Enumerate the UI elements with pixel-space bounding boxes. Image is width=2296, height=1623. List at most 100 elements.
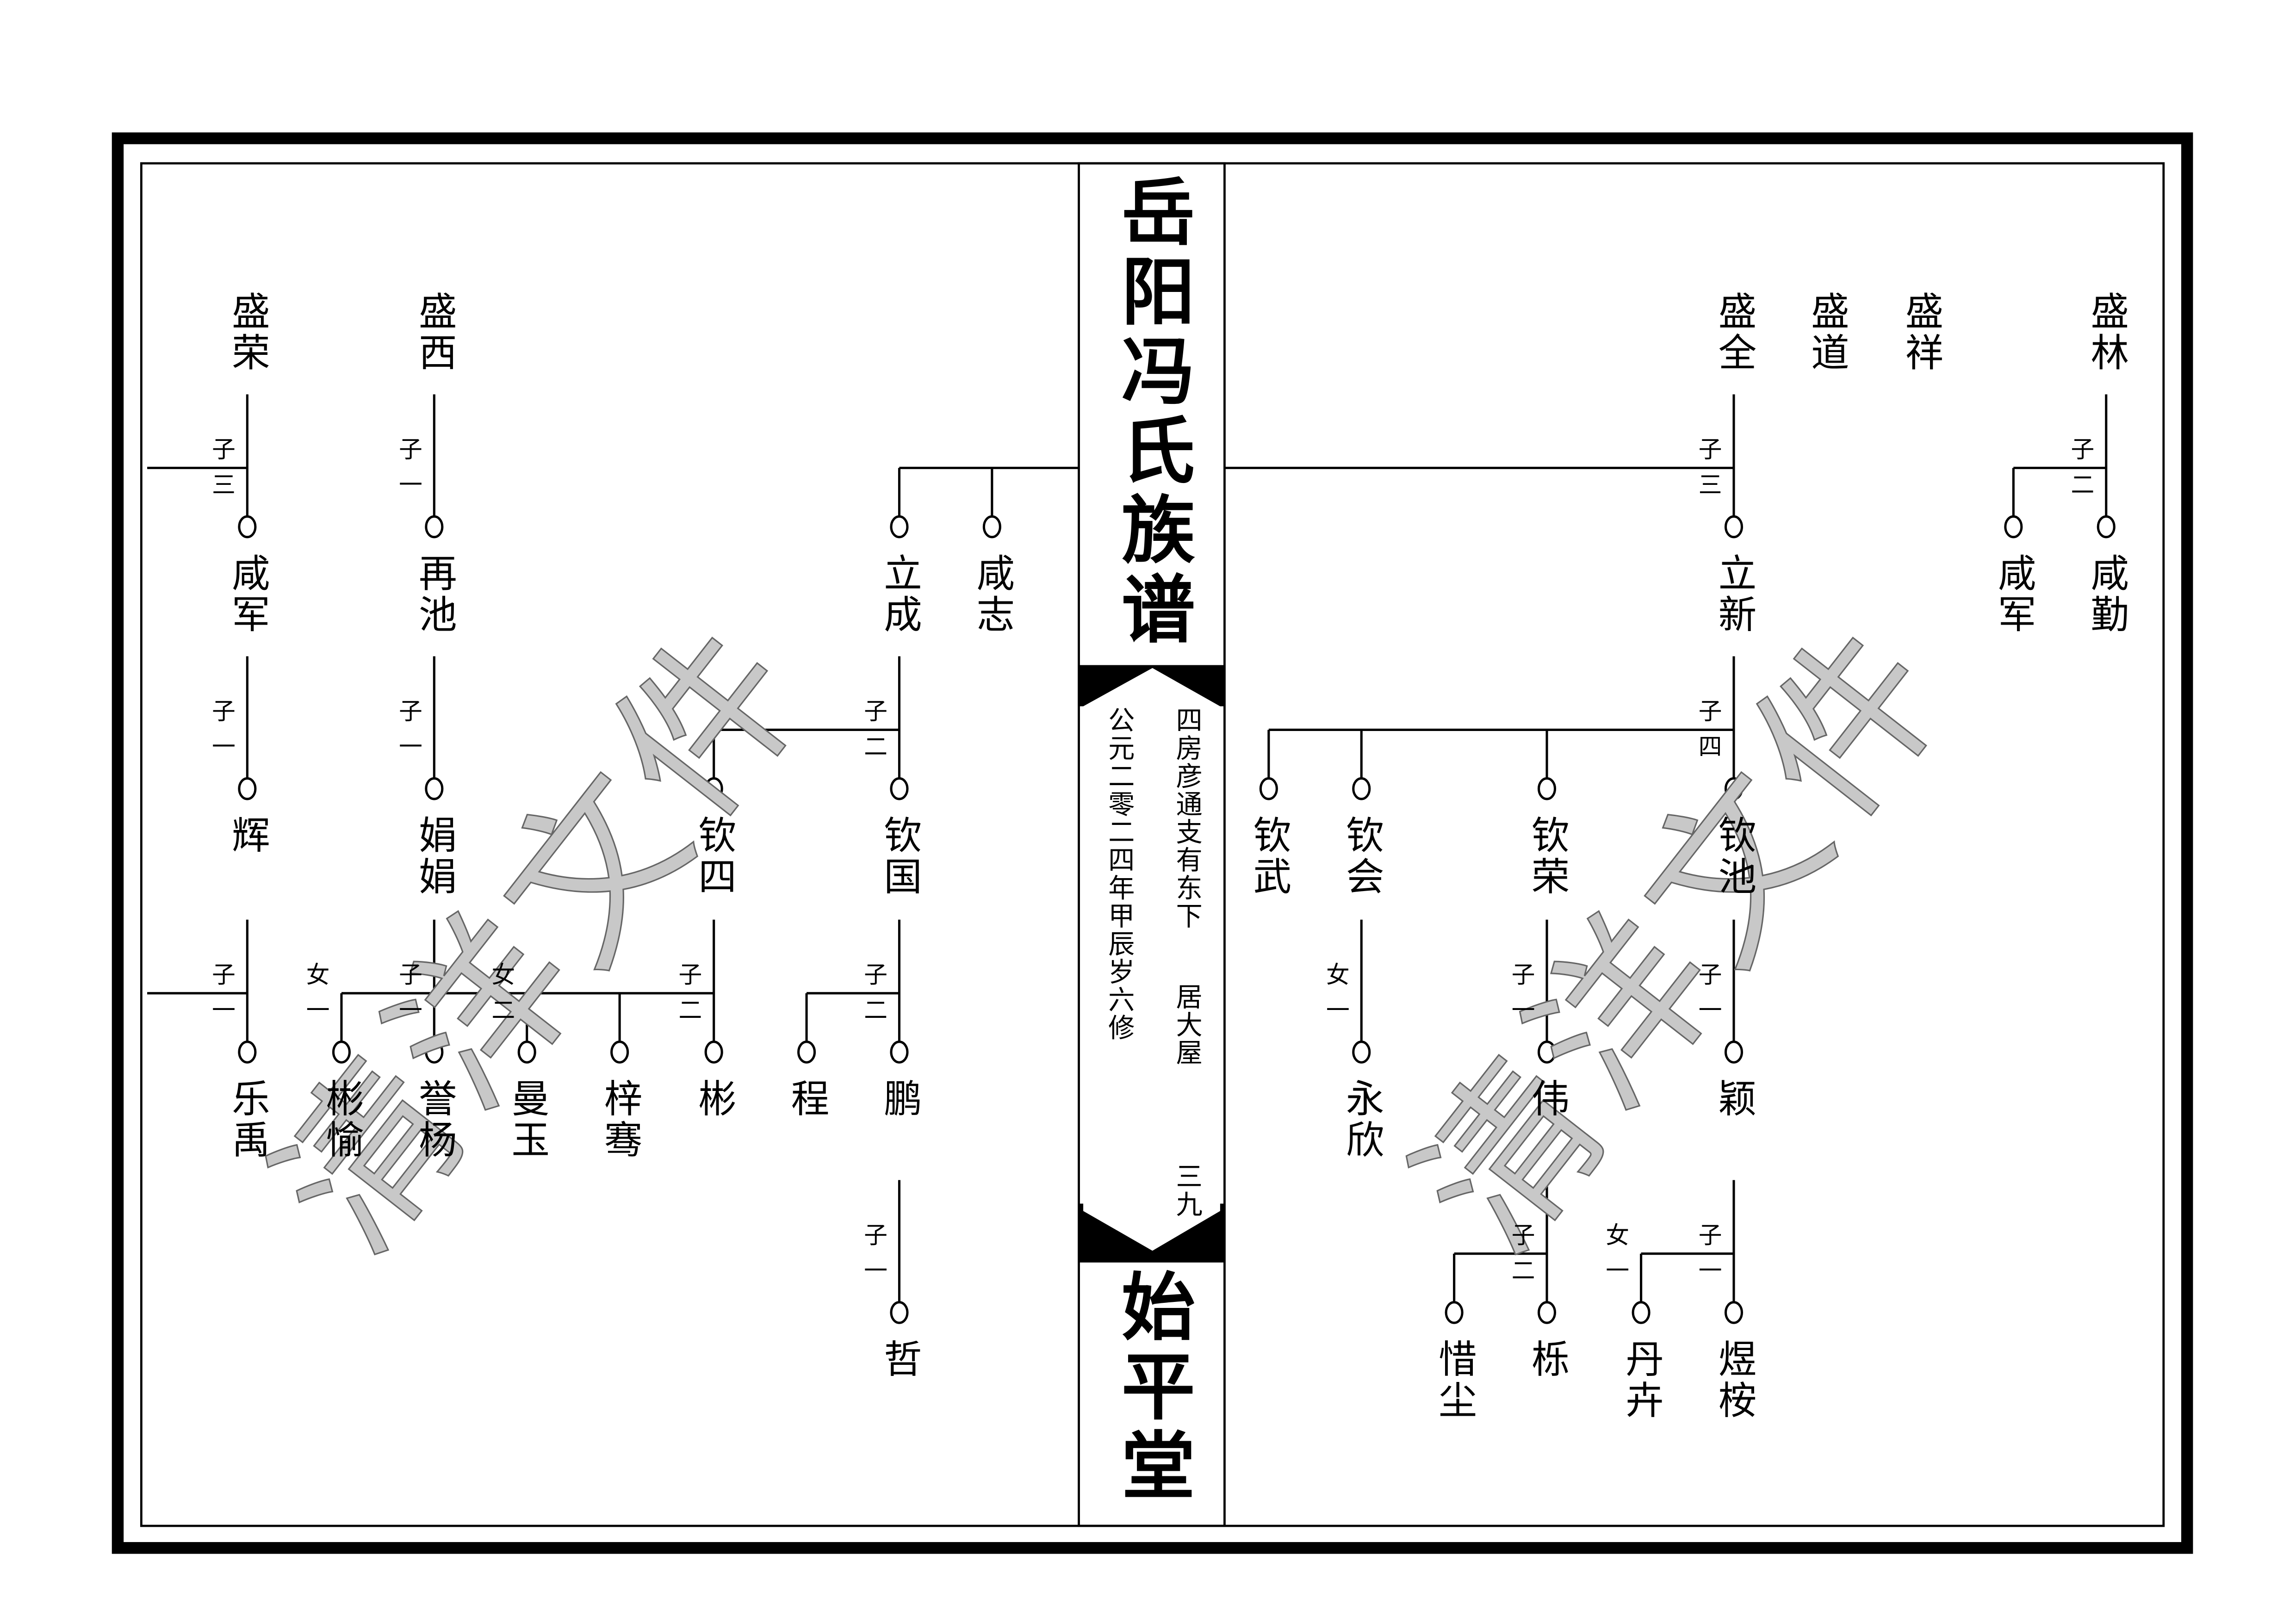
person-node-icon <box>890 1301 909 1324</box>
birth-rank-label: 一 <box>1698 996 1722 1024</box>
person-node-icon <box>1537 1041 1557 1064</box>
birth-rank-label: 一 <box>864 1257 888 1285</box>
person-name: 钦武 <box>1247 815 1291 898</box>
person-node-icon <box>890 777 909 800</box>
person-node-icon <box>332 1041 351 1064</box>
residence: 居大屋 <box>1171 983 1203 1067</box>
person-name: 再池 <box>412 553 457 636</box>
person-name: 伟 <box>1525 1078 1569 1120</box>
birth-rank-label: 子 <box>678 960 702 989</box>
birth-rank-label: 子 <box>212 960 236 989</box>
birth-rank-label: 一 <box>398 996 422 1024</box>
person-node-icon <box>238 1041 257 1064</box>
person-name: 盛林 <box>2084 291 2128 374</box>
person-node-icon <box>1724 515 1744 539</box>
person-node-icon <box>704 1041 723 1064</box>
person-node-icon <box>425 515 444 539</box>
person-node-icon <box>704 777 723 800</box>
birth-rank-label: 女 <box>306 960 330 989</box>
person-node-icon <box>1724 1301 1744 1324</box>
center-column <box>1078 162 1226 1527</box>
birth-rank-label: 子 <box>398 435 422 464</box>
person-name: 哲 <box>877 1339 922 1381</box>
branch-info: 四房彦通支有东下 <box>1171 706 1203 930</box>
birth-rank-label: 一 <box>1326 996 1350 1024</box>
birth-rank-label: 女 <box>491 960 515 989</box>
person-name: 彬 <box>691 1078 736 1120</box>
person-name: 丹卉 <box>1619 1339 1663 1422</box>
person-node-icon <box>1537 777 1557 800</box>
person-name: 盛道 <box>1804 291 1849 374</box>
person-name: 盛西 <box>412 291 457 374</box>
person-node-icon <box>517 1041 536 1064</box>
person-node-icon <box>890 1041 909 1064</box>
person-name: 咸志 <box>970 553 1014 636</box>
birth-rank-label: 子 <box>1698 960 1722 989</box>
outer-border <box>112 132 2193 1554</box>
birth-rank-label: 一 <box>1511 996 1535 1024</box>
person-name: 栎 <box>1525 1339 1569 1381</box>
person-name: 钦四 <box>691 815 736 898</box>
birth-rank-label: 二 <box>2071 471 2095 499</box>
birth-rank-label: 子 <box>1698 697 1722 725</box>
birth-rank-label: 四 <box>1698 732 1722 761</box>
birth-rank-label: 子 <box>1511 1221 1535 1250</box>
person-node-icon <box>238 777 257 800</box>
person-name: 咸军 <box>225 553 270 636</box>
person-name: 惜尘 <box>1432 1339 1477 1422</box>
center-panel <box>1083 668 1220 1251</box>
birth-rank-label: 二 <box>491 996 515 1024</box>
person-name: 曼玉 <box>505 1078 549 1161</box>
person-name: 永欣 <box>1339 1078 1384 1161</box>
person-name: 咸军 <box>1991 553 2036 636</box>
person-name: 誉杨 <box>412 1078 457 1161</box>
person-node-icon <box>425 1041 444 1064</box>
person-name: 钦荣 <box>1525 815 1569 898</box>
person-node-icon <box>1724 1041 1744 1064</box>
birth-rank-label: 子 <box>212 435 236 464</box>
person-node-icon <box>1352 777 1371 800</box>
birth-rank-label: 一 <box>1698 1257 1722 1285</box>
birth-rank-label: 三 <box>1698 471 1722 499</box>
birth-rank-label: 二 <box>864 996 888 1024</box>
person-name: 娟娟 <box>412 815 457 898</box>
birth-rank-label: 子 <box>398 960 422 989</box>
birth-rank-label: 女 <box>1326 960 1350 989</box>
person-node-icon <box>2097 515 2116 539</box>
person-name: 钦池 <box>1712 815 1756 898</box>
person-name: 程 <box>784 1078 829 1120</box>
birth-rank-label: 一 <box>212 996 236 1024</box>
person-node-icon <box>1445 1301 1464 1324</box>
birth-rank-label: 子 <box>864 1221 888 1250</box>
person-name: 盛祥 <box>1899 291 1943 374</box>
person-name: 立新 <box>1712 553 1756 636</box>
birth-rank-label: 子 <box>1698 435 1722 464</box>
person-node-icon <box>610 1041 629 1064</box>
book-title: 岳阳冯氏族谱 <box>1110 173 1197 650</box>
person-name: 盛全 <box>1712 291 1756 374</box>
birth-rank-label: 一 <box>398 732 422 761</box>
birth-rank-label: 二 <box>678 996 702 1024</box>
person-node-icon <box>982 515 1001 539</box>
birth-rank-label: 一 <box>306 996 330 1024</box>
birth-rank-label: 三 <box>212 471 236 499</box>
birth-rank-label: 子 <box>2071 435 2095 464</box>
person-name: 颖 <box>1712 1078 1756 1120</box>
person-name: 钦国 <box>877 815 922 898</box>
birth-rank-label: 子 <box>212 697 236 725</box>
birth-rank-label: 子 <box>864 960 888 989</box>
person-name: 梓骞 <box>597 1078 642 1161</box>
person-name: 鹏 <box>877 1078 922 1120</box>
person-node-icon <box>1537 1301 1557 1324</box>
birth-rank-label: 子 <box>864 697 888 725</box>
birth-rank-label: 一 <box>1606 1257 1630 1285</box>
birth-rank-label: 二 <box>864 732 888 761</box>
person-name: 立成 <box>877 553 922 636</box>
person-node-icon <box>797 1041 816 1064</box>
person-name: 咸勤 <box>2084 553 2128 636</box>
birth-rank-label: 子 <box>1511 960 1535 989</box>
page-number: 三九 <box>1171 1162 1203 1219</box>
birth-rank-label: 女 <box>1606 1221 1630 1250</box>
